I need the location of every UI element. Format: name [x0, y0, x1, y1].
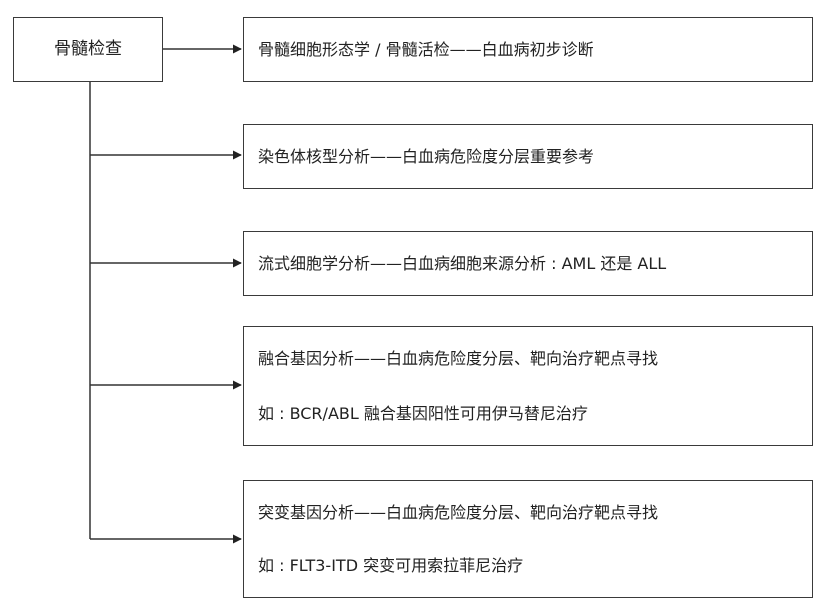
node-text: 骨髓细胞形态学 / 骨髓活检——白血病初步诊断 [258, 39, 594, 59]
node-karyotype: 染色体核型分析——白血病危险度分层重要参考 [243, 124, 813, 189]
node-text: 融合基因分析——白血病危险度分层、靶向治疗靶点寻找 [258, 349, 659, 368]
root-node-label: 骨髓检查 [54, 39, 122, 60]
node-example-text: 如 : FLT3-ITD 突变可用索拉菲尼治疗 [258, 555, 524, 575]
root-node-bone-marrow-exam: 骨髓检查 [13, 17, 163, 82]
node-example-text: 如 : BCR/ABL 融合基因阳性可用伊马替尼治疗 [258, 403, 588, 423]
node-text: 染色体核型分析——白血病危险度分层重要参考 [258, 146, 595, 166]
node-text: 突变基因分析——白血病危险度分层、靶向治疗靶点寻找 [258, 503, 659, 522]
node-mutation-gene: 突变基因分析——白血病危险度分层、靶向治疗靶点寻找 如 : FLT3-ITD 突… [243, 480, 813, 598]
node-fusion-gene: 融合基因分析——白血病危险度分层、靶向治疗靶点寻找 如 : BCR/ABL 融合… [243, 326, 813, 446]
node-text: 流式细胞学分析——白血病细胞来源分析 : AML 还是 ALL [258, 253, 667, 273]
node-morphology-biopsy: 骨髓细胞形态学 / 骨髓活检——白血病初步诊断 [243, 17, 813, 82]
node-flow-cytometry: 流式细胞学分析——白血病细胞来源分析 : AML 还是 ALL [243, 231, 813, 296]
